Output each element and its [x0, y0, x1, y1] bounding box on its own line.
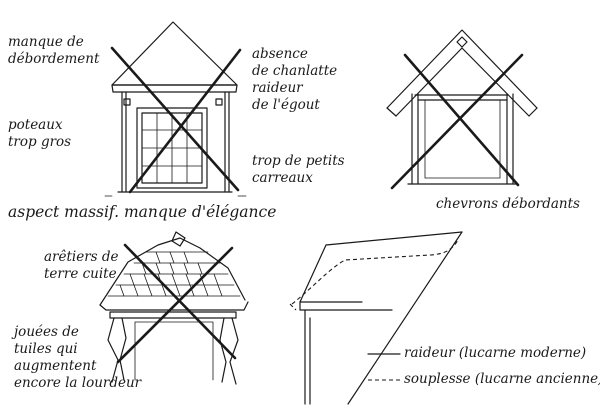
dashed-curve	[292, 240, 458, 304]
label-line: terre cuite	[44, 266, 117, 282]
label-line: augmentent	[14, 358, 97, 374]
label-manque-debordement: manque de débordement	[8, 34, 99, 68]
label-line: encore la lourdeur	[14, 375, 142, 391]
label-line: jouées de	[14, 324, 79, 340]
label-line: trop gros	[8, 134, 72, 150]
label-poteaux: poteaux trop gros	[8, 117, 71, 151]
label-line: tuiles qui	[14, 341, 78, 357]
legend-solid-label: raideur (lucarne moderne)	[404, 345, 586, 362]
label-line: poteaux	[8, 117, 63, 133]
bolt-left	[124, 99, 130, 105]
roof-profile-drawing	[290, 232, 462, 404]
label-line: de chanlatte	[252, 63, 338, 79]
label-chevrons: chevrons débordants	[436, 196, 580, 213]
label-line: aspect massif. manque d'élégance	[8, 203, 277, 221]
label-line: débordement	[8, 51, 100, 67]
label-line: raideur (lucarne moderne)	[404, 345, 587, 361]
label-line: raideur	[252, 80, 303, 96]
label-line: trop de petits	[252, 153, 345, 169]
window-frame	[137, 108, 207, 188]
label-aspect-massif: aspect massif. manque d'élégance	[8, 204, 276, 221]
label-aretiers: arêtiers de terre cuite	[44, 249, 119, 283]
label-absence-chanlatte: absence de chanlatte raideur de l'égout	[252, 46, 337, 114]
cross-stroke	[130, 50, 240, 192]
dormer-massive-drawing	[105, 22, 246, 196]
label-line: souplesse (lucarne ancienne)	[404, 371, 600, 387]
legend-dashed-label: souplesse (lucarne ancienne)	[404, 371, 600, 388]
label-line: manque de	[8, 34, 84, 50]
cross-stroke	[112, 48, 238, 190]
label-line: absence	[252, 46, 308, 62]
dormer-tiled-drawing	[100, 232, 248, 384]
label-line: de l'égout	[252, 97, 320, 113]
cross-stroke	[405, 55, 518, 185]
label-carreaux: trop de petits carreaux	[252, 153, 345, 187]
cross-stroke	[392, 55, 522, 188]
label-line: chevrons débordants	[436, 196, 580, 212]
dormer-rafters-drawing	[387, 30, 537, 188]
cross-stroke	[118, 248, 232, 362]
bolt-right	[216, 99, 222, 105]
label-line: carreaux	[252, 170, 313, 186]
label-jouees: jouées de tuiles qui augmentent encore l…	[14, 324, 141, 392]
label-line: arêtiers de	[44, 249, 119, 265]
